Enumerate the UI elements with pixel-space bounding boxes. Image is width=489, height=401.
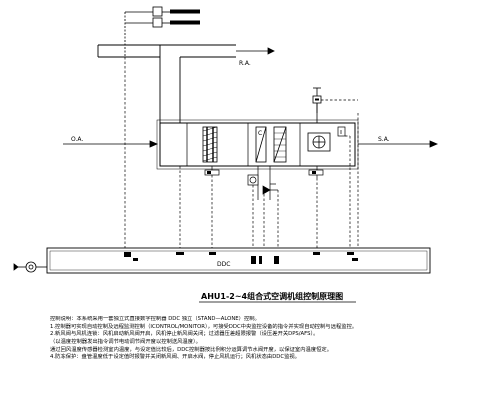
diagram-title: AHU1-2~4组合式空调机组控制原理图: [201, 291, 343, 301]
ddc-comm-port: [13, 261, 47, 273]
note-line: （以温度控制器发出指令调节电动调节阀开度以控制送风温度）。: [50, 339, 201, 346]
return-air-arrow: [236, 47, 275, 55]
legend-bar-1: [170, 9, 200, 14]
cooling-coil: [255, 126, 267, 163]
fan-status-switch: [312, 171, 316, 174]
filter-section: [202, 126, 218, 163]
supply-temp-sensor: [315, 98, 319, 101]
ddc-terminals: [124, 252, 358, 264]
note-line: 4.防冻保护：盘管温度低于设定值时报警并关闭新风阀、开启水阀，停止风机运行；风机…: [50, 354, 300, 361]
heating-coil: [273, 126, 287, 163]
supply-duct-sensor: [312, 87, 322, 123]
outdoor-air-label: O.A.: [71, 136, 83, 143]
return-air-duct: [97, 44, 236, 123]
supply-air-label: S.A.: [378, 136, 390, 143]
note-line: 控制说明：本系统采用一套独立式直接数字控制器 DDC 独立（STAND—ALON…: [50, 316, 260, 322]
control-notes: 控制说明：本系统采用一套独立式直接数字控制器 DDC 独立（STAND—ALON…: [50, 316, 482, 362]
supply-air-arrow: [358, 140, 439, 148]
filter-pressure-switch: [207, 171, 211, 174]
note-line: 1.控制器可实现自动控制及远程监测控制（ICONTROL/MONITOR），可接…: [50, 323, 358, 330]
coil-marker: C: [258, 130, 262, 137]
ahu-sections: [186, 123, 301, 166]
return-air-label: R.A.: [239, 60, 251, 67]
control-wiring: [124, 56, 359, 248]
note-line: 2.新风阀与风机连锁：风机启动新风阀开启，风机停止新风阀关闭；过滤器压差超限报警…: [50, 331, 319, 338]
legend-bar-2: [170, 20, 200, 25]
note-line: 通过回风温度传感器检测室内温度，与设定值比较后，DDC控制器按比例积分运算调节水…: [50, 346, 333, 353]
return-air-damper-legend: [124, 6, 170, 57]
supply-fan: [307, 132, 331, 152]
supply-damper-actuator: [337, 126, 346, 137]
ddc-label: DDC: [217, 261, 230, 268]
ddc-controller: [46, 247, 431, 274]
outdoor-air-arrow: [63, 140, 159, 148]
ddc-inner-frame: [49, 250, 428, 271]
ahu-casing: [159, 122, 356, 167]
